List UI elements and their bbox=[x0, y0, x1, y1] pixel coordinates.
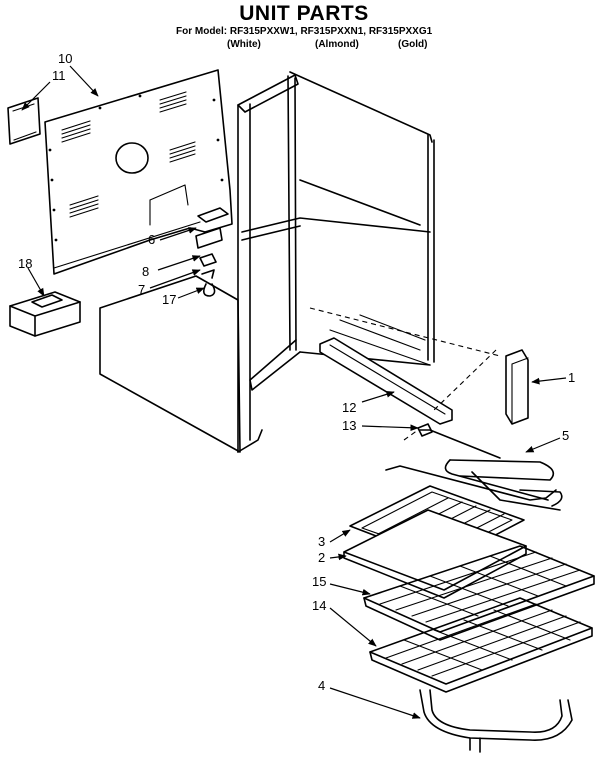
callout-5: 5 bbox=[562, 428, 569, 443]
callout-7: 7 bbox=[138, 282, 145, 297]
terminal-clip bbox=[199, 253, 217, 267]
range-frame bbox=[237, 71, 435, 453]
page-title: UNIT PARTS bbox=[239, 2, 369, 25]
rear-panel bbox=[44, 69, 233, 275]
side-panel bbox=[99, 275, 241, 453]
callout-2: 2 bbox=[318, 550, 325, 565]
callout-8: 8 bbox=[142, 264, 149, 279]
broil-element bbox=[385, 429, 563, 511]
callout-17: 17 bbox=[162, 292, 176, 307]
model-numbers: For Model: RF315PXXW1, RF315PXXN1, RF315… bbox=[176, 26, 433, 37]
leader-lines bbox=[21, 65, 567, 719]
panel-cover bbox=[7, 97, 41, 145]
bake-element bbox=[419, 689, 573, 753]
callout-18: 18 bbox=[18, 256, 32, 271]
burner-rail bbox=[319, 337, 453, 425]
callout-10: 10 bbox=[58, 51, 72, 66]
callout-12: 12 bbox=[342, 400, 356, 415]
terminal-block bbox=[309, 307, 529, 425]
callout-11: 11 bbox=[52, 68, 66, 83]
callout-1: 1 bbox=[568, 370, 575, 385]
finish-label-almond: (Almond) bbox=[315, 39, 359, 50]
callout-6: 6 bbox=[148, 232, 155, 247]
callout-14: 14 bbox=[312, 598, 326, 613]
finish-label-gold: (Gold) bbox=[398, 39, 428, 50]
callout-15: 15 bbox=[312, 574, 326, 589]
oven-rack-lower bbox=[369, 597, 593, 693]
screw bbox=[201, 269, 215, 279]
bake-element-clip bbox=[403, 423, 433, 441]
callout-labels: 10 11 18 6 8 7 17 1 12 13 5 3 2 15 14 4 bbox=[18, 51, 575, 693]
callout-13: 13 bbox=[342, 418, 356, 433]
callout-3: 3 bbox=[318, 534, 325, 549]
callout-4: 4 bbox=[318, 678, 325, 693]
finish-label-white: (White) bbox=[227, 39, 261, 50]
junction-box bbox=[9, 291, 81, 337]
valve-block bbox=[195, 207, 229, 249]
oven-rack-upper bbox=[363, 545, 595, 641]
